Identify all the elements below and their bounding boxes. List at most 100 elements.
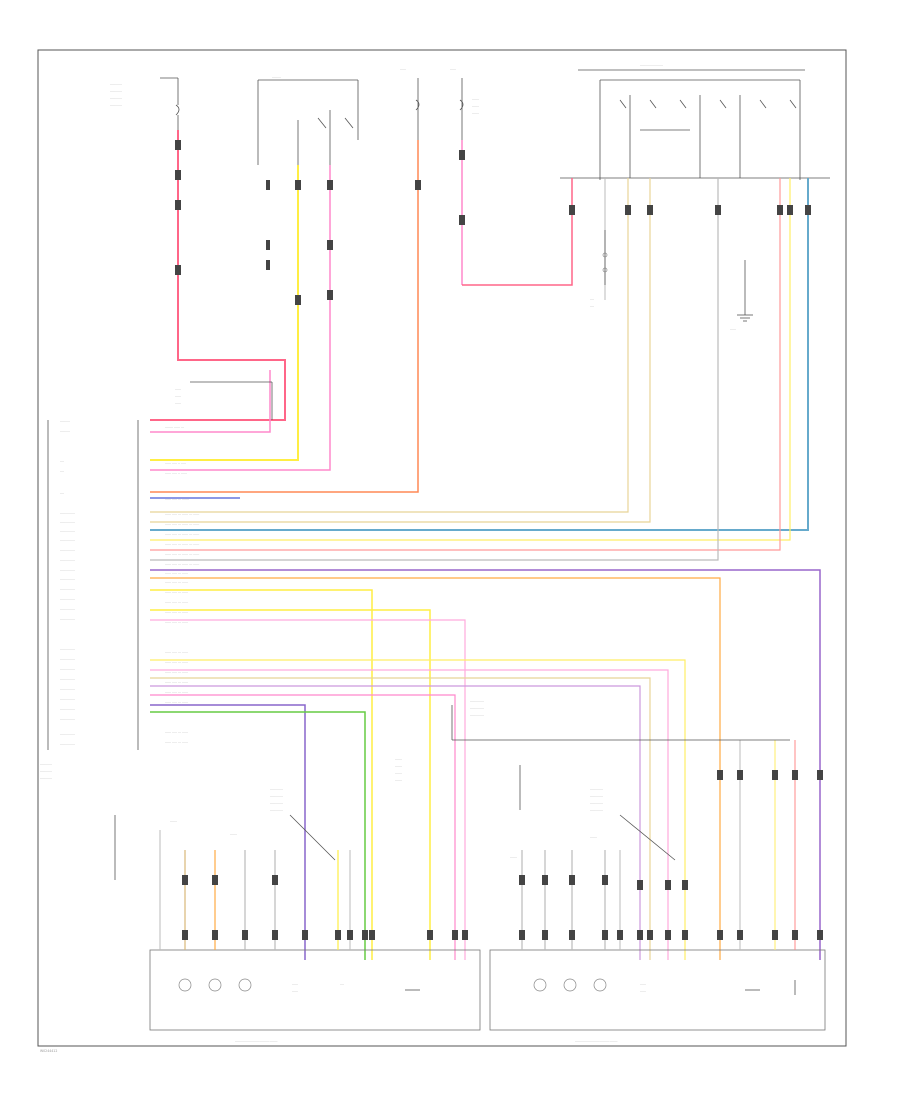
power-distribution-box-top-right: ....................... xyxy=(560,63,830,180)
svg-text:...... ..... ... ......: ...... ..... ... ...... xyxy=(165,730,188,734)
svg-text:...............: ............... xyxy=(60,548,75,552)
svg-text:...... ..... ... ......: ...... ..... ... ...... ... ...... xyxy=(165,552,199,556)
svg-text:...... ..... ... ......: ...... ..... ... ...... xyxy=(165,600,188,604)
svg-text:.......: ....... xyxy=(170,819,177,823)
fuse-top-center: ...... ...... ....... ....... ....... xyxy=(400,67,479,140)
figure-id: W0244412 xyxy=(40,1049,57,1053)
svg-text:.............: ............. xyxy=(590,794,603,798)
svg-text:.......: ....... xyxy=(472,97,479,101)
svg-text:...............: ............... xyxy=(60,558,75,562)
svg-text:.............: ............. xyxy=(590,801,603,805)
svg-text:...... ..... ... ......: ...... ..... ... ...... ... ...... xyxy=(165,562,199,566)
svg-text:.......: ....... xyxy=(395,778,402,782)
svg-text:...... ..... ... ......: ...... ..... ... ...... xyxy=(165,610,188,614)
wire-pink-red-center xyxy=(461,140,573,286)
svg-text:...............: ............... xyxy=(60,707,75,711)
svg-text:..............................: ........................................… xyxy=(575,1039,618,1043)
svg-text:............: ............ xyxy=(40,769,52,773)
svg-text:....: .... xyxy=(60,491,64,495)
terminal-labels: .......... .......... .... .... .... ...… xyxy=(40,419,75,780)
wire-orange-center xyxy=(150,140,419,493)
wire-salmon-right xyxy=(150,178,781,551)
svg-text:..............: .............. xyxy=(470,713,484,717)
svg-text:...............: ............... xyxy=(60,717,75,721)
driver-connector-pins xyxy=(159,830,351,950)
wire-yellow-low-3 xyxy=(150,659,686,960)
wire-lavender-low xyxy=(150,685,641,960)
svg-text:.............: ............. xyxy=(270,787,283,791)
svg-text:...............: ............... xyxy=(60,677,75,681)
ignition-switch: ......... xyxy=(257,75,359,165)
wire-yellow-low-2 xyxy=(150,609,431,960)
svg-text:...............: ............... xyxy=(60,520,75,524)
wire-purple-low xyxy=(150,704,306,960)
passenger-connector-pins xyxy=(521,740,796,950)
wire-tan-right-1 xyxy=(150,178,629,513)
svg-text:...............: ............... xyxy=(60,742,75,746)
driver-module: ........................................… xyxy=(149,949,481,1043)
svg-text:...... ..... ... ......: ...... ..... ... ...... xyxy=(165,670,188,674)
svg-text:.......................: ....................... xyxy=(640,63,663,67)
svg-text:...... ..... ... ......: ...... ..... ... ...... xyxy=(165,590,188,594)
svg-text:.......: ....... xyxy=(395,757,402,761)
svg-text:...... ..... ... ......: ...... ..... ... ...... xyxy=(165,740,188,744)
svg-text:...... ..... ... .......: ...... ..... ... ....... xyxy=(165,497,189,501)
wire-yellow-switch xyxy=(150,165,299,461)
module-left-edge xyxy=(47,420,139,750)
svg-text:......: ...... xyxy=(450,67,456,71)
svg-text:......: ...... xyxy=(400,67,406,71)
svg-text:............: ............ xyxy=(110,89,122,93)
svg-text:...............: ............... xyxy=(60,657,75,661)
relay-box-left: ...... ...... ...... xyxy=(175,381,273,420)
svg-text:....: .... xyxy=(340,982,344,986)
diagram-border xyxy=(37,49,847,1047)
svg-text:......: ...... xyxy=(175,387,181,391)
battery-fuse-left: ............ ............ ............ .… xyxy=(110,77,180,130)
passenger-module: ........................................… xyxy=(489,949,826,1043)
svg-text:...............: ............... xyxy=(60,667,75,671)
svg-text:.............: ............. xyxy=(590,787,603,791)
wire-yellow-right xyxy=(150,178,791,541)
wire-tan-right-2 xyxy=(150,178,651,523)
svg-text:.......: ....... xyxy=(395,764,402,768)
wire-tan-low xyxy=(150,677,651,960)
svg-text:............: ............ xyxy=(110,82,122,86)
svg-text:..............: .............. xyxy=(470,706,484,710)
wire-yellow-low-1 xyxy=(150,589,373,960)
svg-text:.......: ....... xyxy=(472,111,479,115)
svg-text:.......: ....... xyxy=(230,832,237,836)
connector-terminal-marks xyxy=(175,140,823,940)
svg-text:.........: ......... xyxy=(272,75,281,79)
svg-text:...............: ............... xyxy=(60,538,75,542)
svg-text:....: .... xyxy=(590,297,594,301)
svg-text:...............: ............... xyxy=(60,511,75,515)
svg-text:............: ............ xyxy=(40,762,52,766)
svg-text:......: ...... xyxy=(730,327,736,331)
center-annotations: ....... ....... ....... ....... ........… xyxy=(114,699,790,880)
svg-text:............: ............ xyxy=(40,776,52,780)
svg-text:....: .... xyxy=(60,469,64,473)
svg-text:....: .... xyxy=(60,459,64,463)
svg-text:...... ..... ... ......: ...... ..... ... ...... xyxy=(165,571,188,575)
wire-orange-low xyxy=(150,577,721,960)
svg-text:...... ..... ... ......: ...... ..... ... ...... ... ...... xyxy=(165,542,199,546)
svg-text:............: ............ xyxy=(110,96,122,100)
svg-text:......: ...... xyxy=(640,982,646,986)
svg-text:..............: .............. xyxy=(470,699,484,703)
svg-text:.......: ....... xyxy=(510,855,517,859)
svg-text:.............: ............. xyxy=(270,808,283,812)
wire-pink-low-3 xyxy=(150,694,456,960)
svg-text:......: ...... xyxy=(640,989,646,993)
wire-pink-low xyxy=(150,619,466,960)
wire-pink-switch xyxy=(150,165,331,471)
svg-text:...... ..... ... ......: ...... ..... ... ...... ... ...... xyxy=(165,512,199,516)
wire-pink-low-2 xyxy=(150,669,669,960)
svg-text:.......: ....... xyxy=(395,771,402,775)
svg-text:...... ..... ... ......: ...... ..... ... ...... xyxy=(165,620,188,624)
svg-text:....: .... xyxy=(590,304,594,308)
svg-text:...... ..... ... ......: ...... ..... ... ...... xyxy=(165,690,188,694)
switch-symbol-right: .... .... xyxy=(590,230,608,308)
svg-text:......: ...... xyxy=(292,982,298,986)
svg-text:...............: ............... xyxy=(60,617,75,621)
